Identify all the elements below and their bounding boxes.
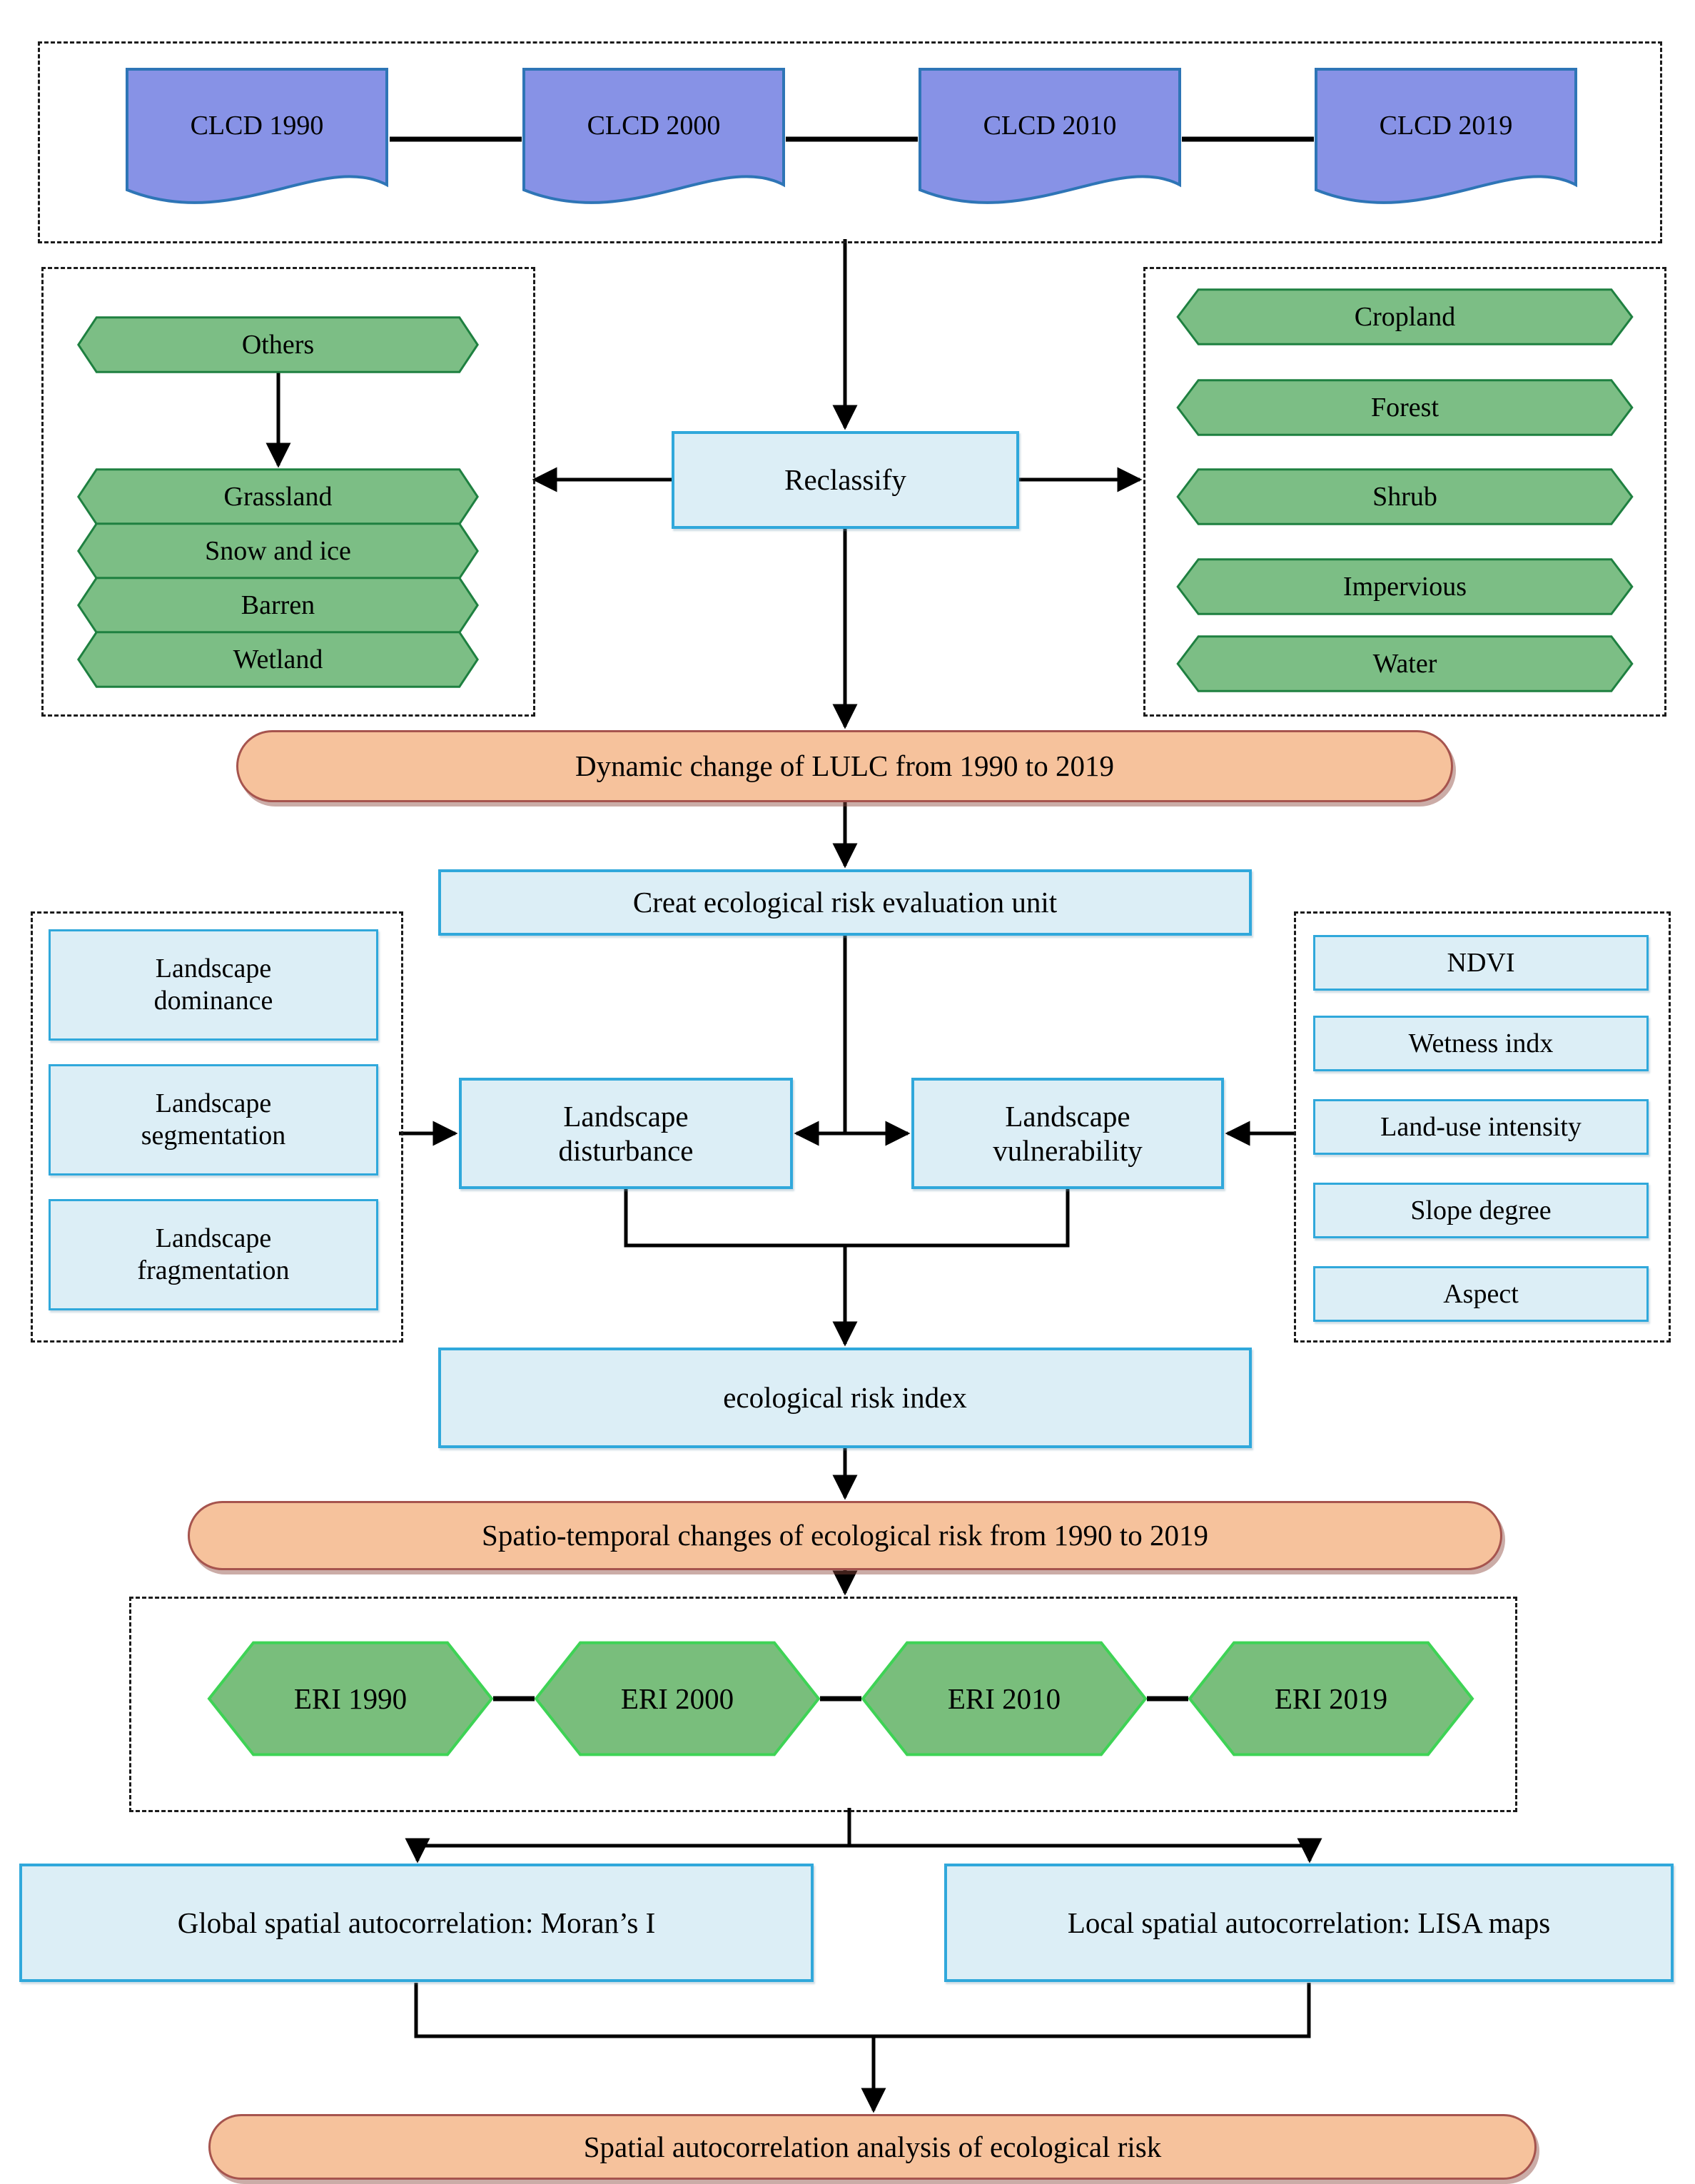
clcd-1990-document: CLCD 1990	[125, 67, 389, 211]
evaluation-unit-box: Creat ecological risk evaluation unit	[438, 869, 1252, 936]
landscape-segmentation-box: Landscape segmentation	[49, 1064, 378, 1176]
document-label: CLCD 1990	[190, 111, 324, 141]
indicator-label: Aspect	[1443, 1278, 1519, 1309]
hexagon-label: ERI 2010	[947, 1682, 1061, 1715]
hexagon-wetland: Wetland	[76, 632, 480, 687]
dynamic-change-banner: Dynamic change of LULC from 1990 to 2019	[236, 730, 1453, 802]
indicator-label: NDVI	[1447, 947, 1515, 978]
document-label: CLCD 2010	[983, 111, 1117, 141]
hexagon-shape	[1175, 289, 1634, 345]
document-shape	[522, 68, 785, 204]
hexagon-shape	[1175, 636, 1634, 692]
reclassify-box: Reclassify	[672, 431, 1019, 529]
hexagon-label: Water	[1372, 648, 1437, 679]
reclassify-label: Reclassify	[784, 463, 906, 497]
eri-group-frame	[129, 1597, 1517, 1812]
clcd-2019-document: CLCD 2019	[1314, 67, 1578, 211]
hexagon-shape	[76, 632, 480, 687]
local-autocorr-label: Local spatial autocorrelation: LISA maps	[1067, 1906, 1551, 1939]
banner-label: Dynamic change of LULC from 1990 to 2019	[575, 749, 1114, 783]
line-vulnerability-merge	[845, 1189, 1070, 1248]
document-label: CLCD 2019	[1379, 111, 1513, 141]
landuse-group-frame	[1143, 267, 1666, 717]
hexagon-label: Snow and ice	[205, 535, 351, 566]
indicator-label: Land-use intensity	[1380, 1111, 1582, 1142]
hexagon-shape	[1188, 1642, 1474, 1756]
hexagon-eri-2019: ERI 2019	[1188, 1642, 1474, 1756]
line-disturbance-merge	[624, 1189, 845, 1248]
clcd-group-frame	[38, 41, 1662, 243]
document-shape	[126, 68, 388, 204]
indicators-frame	[1294, 911, 1671, 1343]
spatial-autocorr-banner: Spatial autocorrelation analysis of ecol…	[208, 2114, 1537, 2180]
wetness-index-box: Wetness indx	[1313, 1016, 1649, 1071]
hexagon-barren: Barren	[76, 577, 480, 633]
landscape-metrics-frame	[31, 911, 403, 1343]
hexagon-forest: Forest	[1175, 380, 1634, 435]
banner-label: Spatio-temporal changes of ecological ri…	[482, 1519, 1208, 1552]
landscape-disturbance-box: Landscape disturbance	[459, 1078, 793, 1189]
hexagon-label: Impervious	[1342, 571, 1467, 602]
vulnerability-label: Landscape vulnerability	[993, 1099, 1143, 1167]
indicator-label: Slope degree	[1410, 1195, 1552, 1225]
landscape-fragmentation-box: Landscape fragmentation	[49, 1199, 378, 1310]
land-use-intensity-box: Land-use intensity	[1313, 1099, 1649, 1155]
metric-label: Landscape dominance	[153, 954, 273, 1016]
hexagon-shape	[1175, 559, 1634, 615]
document-label: CLCD 2000	[587, 111, 721, 141]
spatio-temporal-banner: Spatio-temporal changes of ecological ri…	[188, 1501, 1502, 1570]
hexagon-grassland: Grassland	[76, 469, 480, 525]
hexagon-others: Others	[76, 317, 480, 373]
hexagon-shape	[1175, 380, 1634, 435]
hexagon-label: Grassland	[223, 481, 333, 512]
document-shape	[919, 68, 1181, 204]
banner-label: Spatial autocorrelation analysis of ecol…	[583, 2130, 1162, 2163]
hexagon-label: Forest	[1371, 392, 1439, 423]
hexagon-shape	[76, 317, 480, 373]
hexagon-label: Wetland	[233, 644, 323, 674]
hexagon-impervious: Impervious	[1175, 559, 1634, 615]
local-autocorrelation-box: Local spatial autocorrelation: LISA maps	[944, 1864, 1674, 1982]
slope-degree-box: Slope degree	[1313, 1183, 1649, 1238]
hexagon-eri-1990: ERI 1990	[208, 1642, 493, 1756]
hexagon-eri-2010: ERI 2010	[861, 1642, 1147, 1756]
hexagon-shape	[535, 1642, 820, 1756]
hexagon-label: Others	[241, 329, 315, 360]
global-autocorrelation-box: Global spatial autocorrelation: Moran’s …	[19, 1864, 814, 1982]
hexagon-label: ERI 1990	[293, 1682, 408, 1715]
hexagon-water: Water	[1175, 636, 1634, 692]
clcd-2000-document: CLCD 2000	[522, 67, 786, 211]
ndvi-box: NDVI	[1313, 935, 1649, 991]
aspect-box: Aspect	[1313, 1266, 1649, 1322]
hexagon-label: ERI 2019	[1274, 1682, 1388, 1715]
line-autocorr-merge	[414, 1983, 1311, 2038]
hexagon-label: ERI 2000	[620, 1682, 734, 1715]
hexagon-cropland: Cropland	[1175, 289, 1634, 345]
metric-label: Landscape segmentation	[141, 1088, 286, 1151]
metric-label: Landscape fragmentation	[137, 1223, 290, 1285]
hexagon-shape	[1175, 469, 1634, 525]
hexagon-label: Shrub	[1372, 481, 1437, 512]
unit-label: Creat ecological risk evaluation unit	[632, 886, 1058, 919]
indicator-label: Wetness indx	[1408, 1028, 1554, 1058]
hexagon-label: Barren	[241, 590, 315, 620]
hexagon-shrub: Shrub	[1175, 469, 1634, 525]
global-autocorr-label: Global spatial autocorrelation: Moran’s …	[177, 1906, 656, 1939]
hexagon-shape	[861, 1642, 1147, 1756]
hexagon-snow-and-ice: Snow and ice	[76, 523, 480, 579]
hexagon-label: Cropland	[1354, 301, 1456, 332]
landscape-dominance-box: Landscape dominance	[49, 929, 378, 1041]
disturbance-label: Landscape disturbance	[558, 1099, 694, 1167]
eri-index-label: ecological risk index	[723, 1381, 967, 1415]
clcd-2010-document: CLCD 2010	[918, 67, 1182, 211]
hexagon-eri-2000: ERI 2000	[535, 1642, 820, 1756]
document-shape	[1315, 68, 1577, 204]
ecological-risk-index-box: ecological risk index	[438, 1348, 1252, 1448]
hexagon-shape	[208, 1642, 493, 1756]
landscape-vulnerability-box: Landscape vulnerability	[911, 1078, 1224, 1189]
